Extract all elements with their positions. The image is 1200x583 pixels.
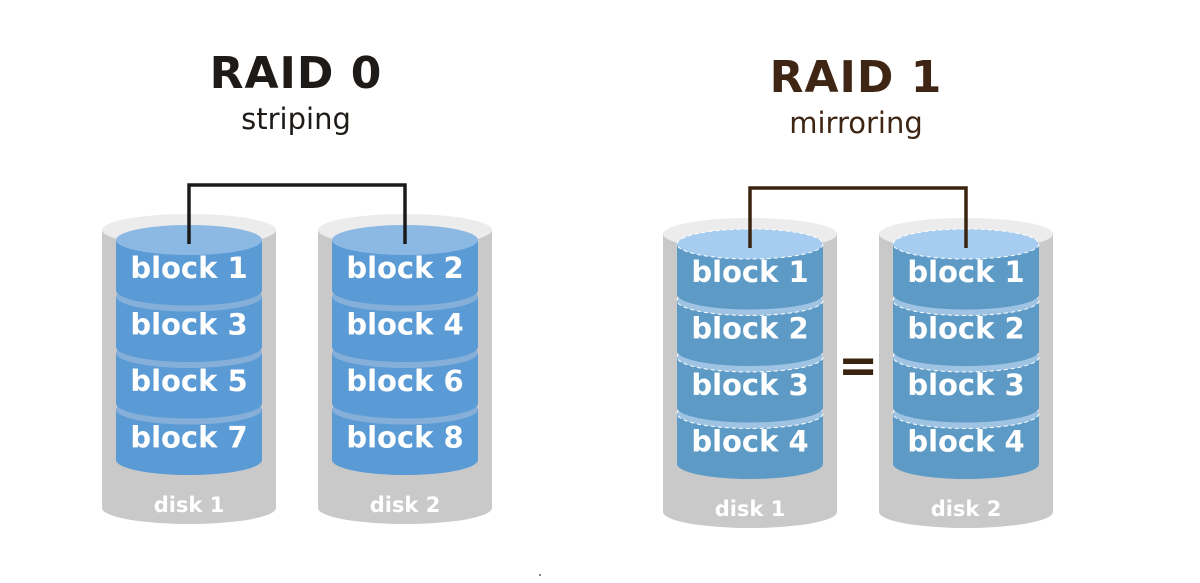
raid1-disk-1-block-4-body bbox=[677, 413, 823, 479]
equals-sign: = bbox=[838, 338, 879, 394]
raid1-disk-2-block-3-label: block 3 bbox=[907, 368, 1024, 402]
raid1-disk-1-block-3-body bbox=[677, 357, 823, 423]
raid1-disk-1-label: disk 1 bbox=[715, 497, 786, 521]
raid1-disk-2-block-1-body bbox=[893, 244, 1039, 310]
raid0-disk-2-block-1-body bbox=[332, 240, 478, 306]
raid1-disk-1-block-4-label: block 4 bbox=[691, 425, 808, 459]
stray-dot bbox=[539, 574, 541, 576]
raid0-title: RAID 0 bbox=[209, 48, 383, 99]
raid0-disk-1-block-2-body bbox=[116, 296, 262, 362]
raid0-disk-1-block-1-label: block 1 bbox=[130, 251, 247, 285]
raid0-disk-2-label: disk 2 bbox=[370, 493, 441, 517]
raid0-subtitle: striping bbox=[241, 102, 351, 136]
raid0-disk-2-block-3-label: block 6 bbox=[346, 364, 463, 398]
raid1-disk-2-block-3-body bbox=[893, 357, 1039, 423]
raid1-disk-2-block-4-label: block 4 bbox=[907, 425, 1024, 459]
raid1-subtitle: mirroring bbox=[789, 106, 923, 140]
raid1-title: RAID 1 bbox=[769, 52, 943, 103]
raid0-disk-2-block-1-label: block 2 bbox=[346, 251, 463, 285]
raid1-connector-line bbox=[748, 186, 968, 248]
raid1-disk-1-block-1-body bbox=[677, 244, 823, 310]
raid0-disk-1-block-2-label: block 3 bbox=[130, 308, 247, 342]
raid0-connector-line bbox=[187, 183, 407, 244]
raid0-disk-2-block-3-body bbox=[332, 353, 478, 419]
raid0-disk-1-label: disk 1 bbox=[154, 493, 225, 517]
raid1-disk-1-block-2-body bbox=[677, 300, 823, 366]
raid1-disk-2-block-4-body bbox=[893, 413, 1039, 479]
raid1-disk-2-block-2-body bbox=[893, 300, 1039, 366]
raid0-disk-2-block-4-body bbox=[332, 409, 478, 475]
raid0-disk-2-block-4-label: block 8 bbox=[346, 421, 463, 455]
raid1-disk-1-block-1-label: block 1 bbox=[691, 255, 808, 289]
raid1-disk-1-block-3-label: block 3 bbox=[691, 368, 808, 402]
raid0-disk-1-block-3-body bbox=[116, 353, 262, 419]
raid1-disk-2-block-2-label: block 2 bbox=[907, 312, 1024, 346]
raid1-disk-2-block-1-label: block 1 bbox=[907, 255, 1024, 289]
raid0-disk-1-block-4-label: block 7 bbox=[130, 421, 247, 455]
raid0-disk-1-block-4-body bbox=[116, 409, 262, 475]
raid0-disk-2-block-2-label: block 4 bbox=[346, 308, 463, 342]
raid1-disk-2-label: disk 2 bbox=[931, 497, 1002, 521]
raid1-disk-1-block-2-label: block 2 bbox=[691, 312, 808, 346]
raid0-disk-1-block-1-body bbox=[116, 240, 262, 306]
raid0-disk-1-block-3-label: block 5 bbox=[130, 364, 247, 398]
raid0-disk-2-block-2-body bbox=[332, 296, 478, 362]
